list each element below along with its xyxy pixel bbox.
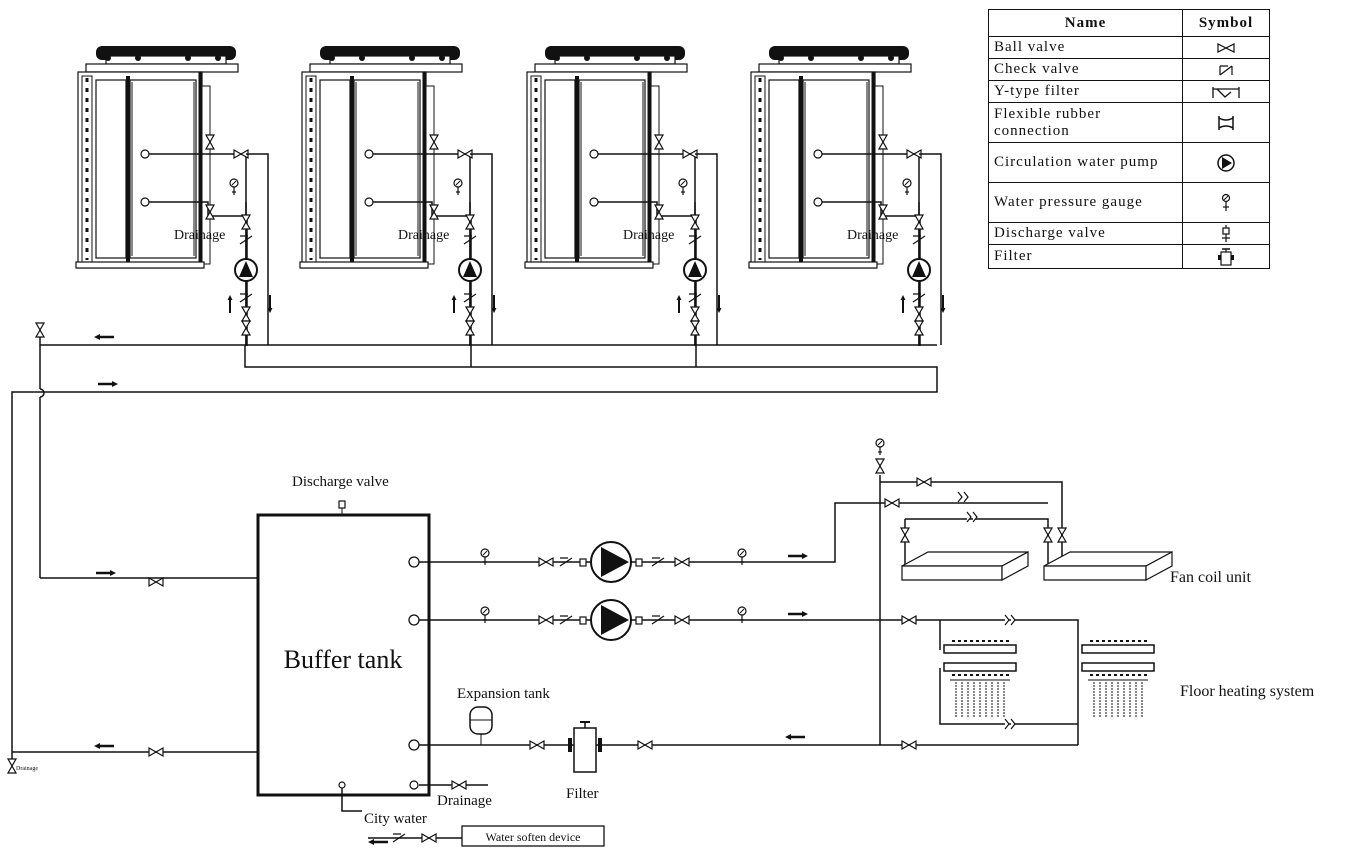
legend-name: Circulation water pump — [988, 142, 1183, 183]
discharge-valve-label: Discharge valve — [292, 474, 389, 490]
legend-name: Flexible rubber connection — [988, 102, 1183, 143]
city-water-label: City water — [364, 811, 427, 827]
drainage-left-label: Drainage — [16, 766, 38, 772]
main-supply-return-pipes — [11, 322, 938, 760]
fan-coil-unit-label: Fan coil unit — [1170, 569, 1251, 586]
legend-row: Circulation water pump — [988, 142, 1270, 183]
buffer-tank-label: Buffer tank — [284, 645, 403, 674]
legend-name: Water pressure gauge — [988, 182, 1183, 223]
circulation-water-pump-icon — [1182, 142, 1270, 183]
heat-pump-unit-4: Drainage — [747, 44, 946, 346]
floor-heating-circuit: Floor heating system — [880, 614, 1315, 750]
unit-drainage-label: Drainage — [174, 228, 225, 243]
legend-name: Check valve — [988, 58, 1183, 81]
buffer-tank: Buffer tank Discharge valve — [256, 474, 431, 797]
legend-name: Filter — [988, 244, 1183, 269]
legend-row: Water pressure gauge — [988, 182, 1270, 223]
filter-label: Filter — [566, 786, 599, 802]
drainage-tank-label: Drainage — [437, 793, 492, 809]
heat-pump-unit-2: Drainage — [298, 44, 497, 346]
unit-drainage-label: Drainage — [398, 228, 449, 243]
water-soften-device-label: Water soften device — [486, 830, 581, 844]
check-valve-icon — [1182, 58, 1270, 81]
heat-pump-unit-1: Drainage — [74, 44, 273, 346]
legend-name: Ball valve — [988, 36, 1183, 59]
heat-pump-unit-3: Drainage — [523, 44, 722, 346]
legend-row: Ball valve — [988, 36, 1270, 59]
y-type-filter-icon — [1182, 80, 1270, 103]
legend-row: Y-type filter — [988, 80, 1270, 103]
legend-row: Flexible rubber connection — [988, 102, 1270, 143]
tank-drainage-and-city-water: Drainage City water Water soften device — [341, 780, 605, 847]
floor-manifold-2 — [1081, 640, 1155, 718]
unit-drainage-label: Drainage — [623, 228, 674, 243]
floor-manifold-1 — [943, 640, 1017, 718]
water-pressure-gauge-icon — [1182, 182, 1270, 223]
legend-row: Filter — [988, 244, 1270, 269]
return-line: Expansion tank Filter — [419, 686, 1078, 802]
pump-line-2 — [419, 599, 880, 641]
discharge-valve-icon — [1182, 222, 1270, 245]
tank-return-lines: Drainage — [7, 570, 258, 774]
flexible-rubber-connection-icon — [1182, 102, 1270, 143]
legend-row: Check valve — [988, 58, 1270, 81]
legend-name: Y-type filter — [988, 80, 1183, 103]
fan-coil-circuit: Fan coil unit — [875, 438, 1251, 745]
floor-heating-system-label: Floor heating system — [1180, 683, 1315, 700]
legend-header-name: Name — [988, 9, 1183, 37]
ball-valve-icon — [1182, 36, 1270, 59]
legend-row: Discharge valve — [988, 222, 1270, 245]
unit-drainage-label: Drainage — [847, 228, 898, 243]
legend-header-symbol: Symbol — [1182, 9, 1270, 37]
pump-line-1 — [419, 502, 880, 583]
legend-name: Discharge valve — [988, 222, 1183, 245]
symbol-legend-table: Name Symbol Ball valve Check valve Y-typ… — [988, 9, 1270, 269]
expansion-tank-label: Expansion tank — [457, 686, 550, 702]
filter-icon — [1182, 244, 1270, 269]
